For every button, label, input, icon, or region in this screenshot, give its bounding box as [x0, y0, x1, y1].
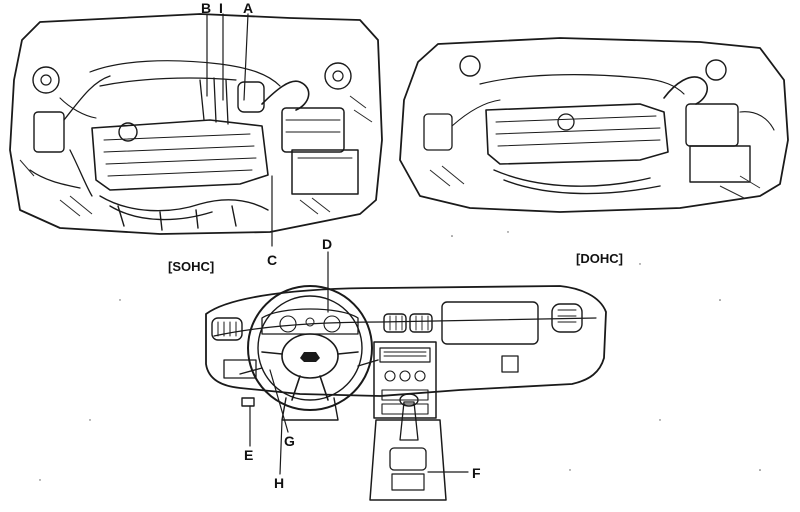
scan-speckle	[39, 231, 761, 481]
center-console	[369, 419, 447, 501]
gear-shift-lever	[399, 401, 419, 441]
steering-wheel-rim	[247, 285, 373, 411]
console-tray	[391, 473, 425, 491]
center-switch	[501, 355, 519, 373]
sohc-intake-manifold	[99, 195, 269, 221]
sohc-left-strut-tower	[32, 66, 60, 94]
callout-labels: B I A C D E F G H	[201, 0, 481, 491]
dohc-hood-outline	[399, 37, 789, 213]
callout-g: G	[284, 433, 295, 449]
dohc-left-strut-tower	[459, 55, 481, 77]
callout-e: E	[244, 447, 253, 463]
left-air-vent	[211, 317, 243, 341]
leader-line-a	[243, 13, 249, 101]
callout-a: A	[243, 0, 253, 16]
callout-c: C	[267, 252, 277, 268]
callout-b: B	[201, 0, 211, 16]
sohc-hood-outline	[9, 13, 383, 235]
sohc-valve-cover	[91, 119, 269, 191]
dohc-intake-manifold	[493, 169, 661, 195]
callout-h: H	[274, 475, 284, 491]
caption-sohc: [SOHC]	[168, 259, 214, 274]
dohc-coolant-reservoir	[423, 113, 453, 151]
leader-line-h	[279, 419, 283, 475]
hyundai-emblem-icon	[300, 352, 320, 362]
sohc-battery	[291, 149, 359, 195]
sohc-engine-bay	[9, 13, 383, 235]
dohc-valve-cover	[485, 103, 669, 165]
callout-i: I	[219, 0, 223, 16]
sohc-left-strut-cap	[40, 74, 52, 86]
center-air-vent-right	[409, 313, 433, 333]
sohc-air-cleaner	[281, 107, 345, 153]
audio-unit	[379, 347, 431, 363]
steering-wheel-hub	[281, 333, 339, 379]
dohc-right-strut-tower	[705, 59, 727, 81]
dashboard-outline	[205, 285, 607, 397]
sohc-right-strut-tower	[324, 62, 352, 90]
center-console-stack	[373, 341, 437, 419]
glove-box	[441, 301, 539, 345]
sohc-intake-duct	[261, 80, 310, 111]
callout-d: D	[322, 236, 332, 252]
dohc-battery	[689, 145, 751, 183]
sohc-distributor	[237, 81, 265, 113]
sohc-oil-filler-cap	[118, 122, 138, 142]
leader-line-g	[269, 369, 289, 433]
center-air-vent-left	[383, 313, 407, 333]
sohc-coolant-reservoir	[33, 111, 65, 153]
right-air-vent	[551, 303, 583, 333]
sohc-right-strut-cap	[332, 70, 344, 82]
callout-f: F	[472, 465, 481, 481]
shift-boot	[389, 447, 427, 471]
instrument-cluster	[261, 308, 359, 335]
caption-dohc: [DOHC]	[576, 251, 623, 266]
steering-column	[281, 397, 339, 421]
instrument-panel	[205, 285, 607, 501]
dohc-air-cleaner	[685, 103, 739, 147]
dohc-engine-bay	[399, 37, 789, 213]
dohc-oil-filler-cap	[557, 113, 575, 131]
leader-lines	[206, 13, 469, 475]
lower-fuse-panel-cover	[241, 397, 255, 407]
